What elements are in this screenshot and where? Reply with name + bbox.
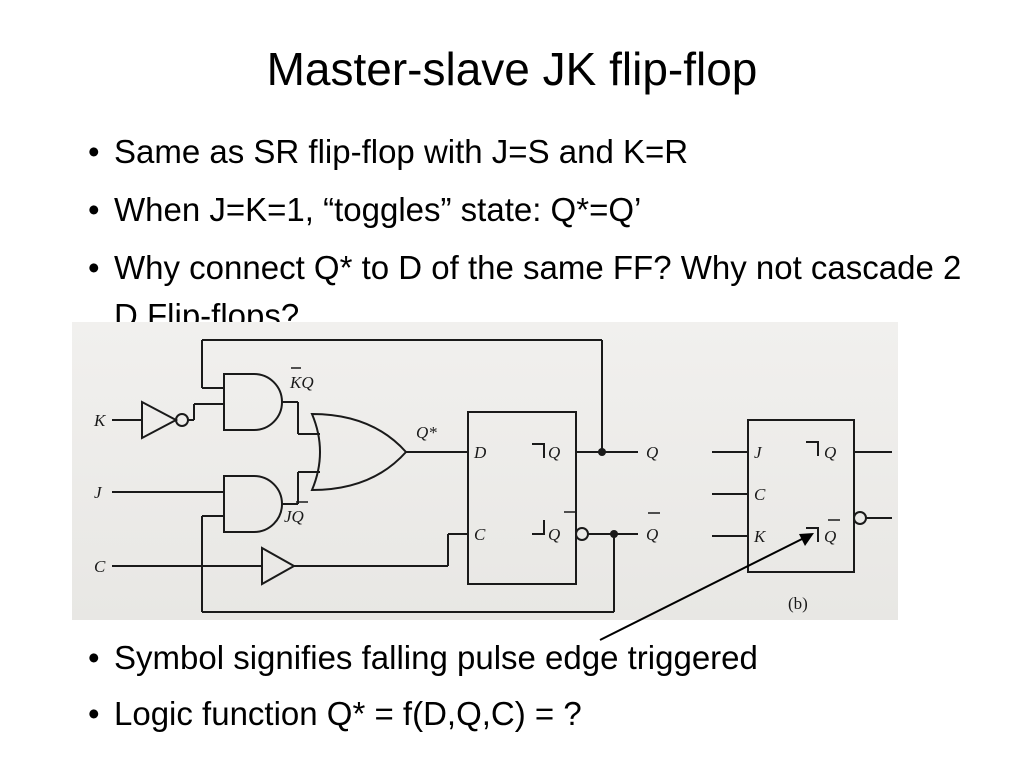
junction-dot [610,530,618,538]
symbol-pin-qbar: Q [824,527,836,546]
pulse-mark-symbol-qbar [806,527,819,542]
bullet-item: When J=K=1, “toggles” state: Q*=Q’ [86,186,966,234]
bullet-list-top: Same as SR flip-flop with J=S and K=R Wh… [86,128,966,350]
bullet-item: Logic function Q* = f(D,Q,C) = ? [86,690,966,738]
jk-flip-flop-circuit-figure: K J C KQ JQ Q* D C Q Q Q Q J C K Q Q (b) [72,322,898,620]
symbol-pin-c: C [754,485,766,504]
output-label-q: Q [646,443,658,462]
junction-dot [598,448,606,456]
pulse-mark-qbar [532,520,545,535]
and-gate-bottom [223,475,283,533]
not-gate-k [141,400,179,440]
and-gate-top [223,373,283,431]
scan-background [72,322,898,620]
or-gate [310,412,408,492]
bullet-list-bottom: Symbol signifies falling pulse edge trig… [86,634,966,746]
symbol-pin-k: K [753,527,767,546]
input-label-j: J [94,483,103,502]
pulse-mark-q [532,443,545,458]
buffer-c [261,546,297,586]
slide-title: Master-slave JK flip-flop [266,43,758,95]
pulse-mark-symbol-q [806,441,819,456]
dff-pin-d: D [473,443,487,462]
signal-label-kq: KQ [289,373,314,392]
signal-label-qstar: Q* [416,423,437,442]
figure-caption: (b) [788,594,808,613]
dff-pin-qbar: Q [548,525,560,544]
circuit-diagram: K J C KQ JQ Q* D C Q Q Q Q J C K Q Q (b) [72,322,898,620]
input-label-c: C [94,557,106,576]
d-flip-flop-box [467,411,577,585]
bullet-item: Symbol signifies falling pulse edge trig… [86,634,966,682]
dff-pin-c: C [474,525,486,544]
bullet-item: Same as SR flip-flop with J=S and K=R [86,128,966,176]
output-label-qbar: Q [646,525,658,544]
symbol-pin-j: J [754,443,763,462]
input-label-k: K [93,411,107,430]
signal-label-jq: JQ [284,507,304,526]
dff-pin-q: Q [548,443,560,462]
symbol-pin-q: Q [824,443,836,462]
